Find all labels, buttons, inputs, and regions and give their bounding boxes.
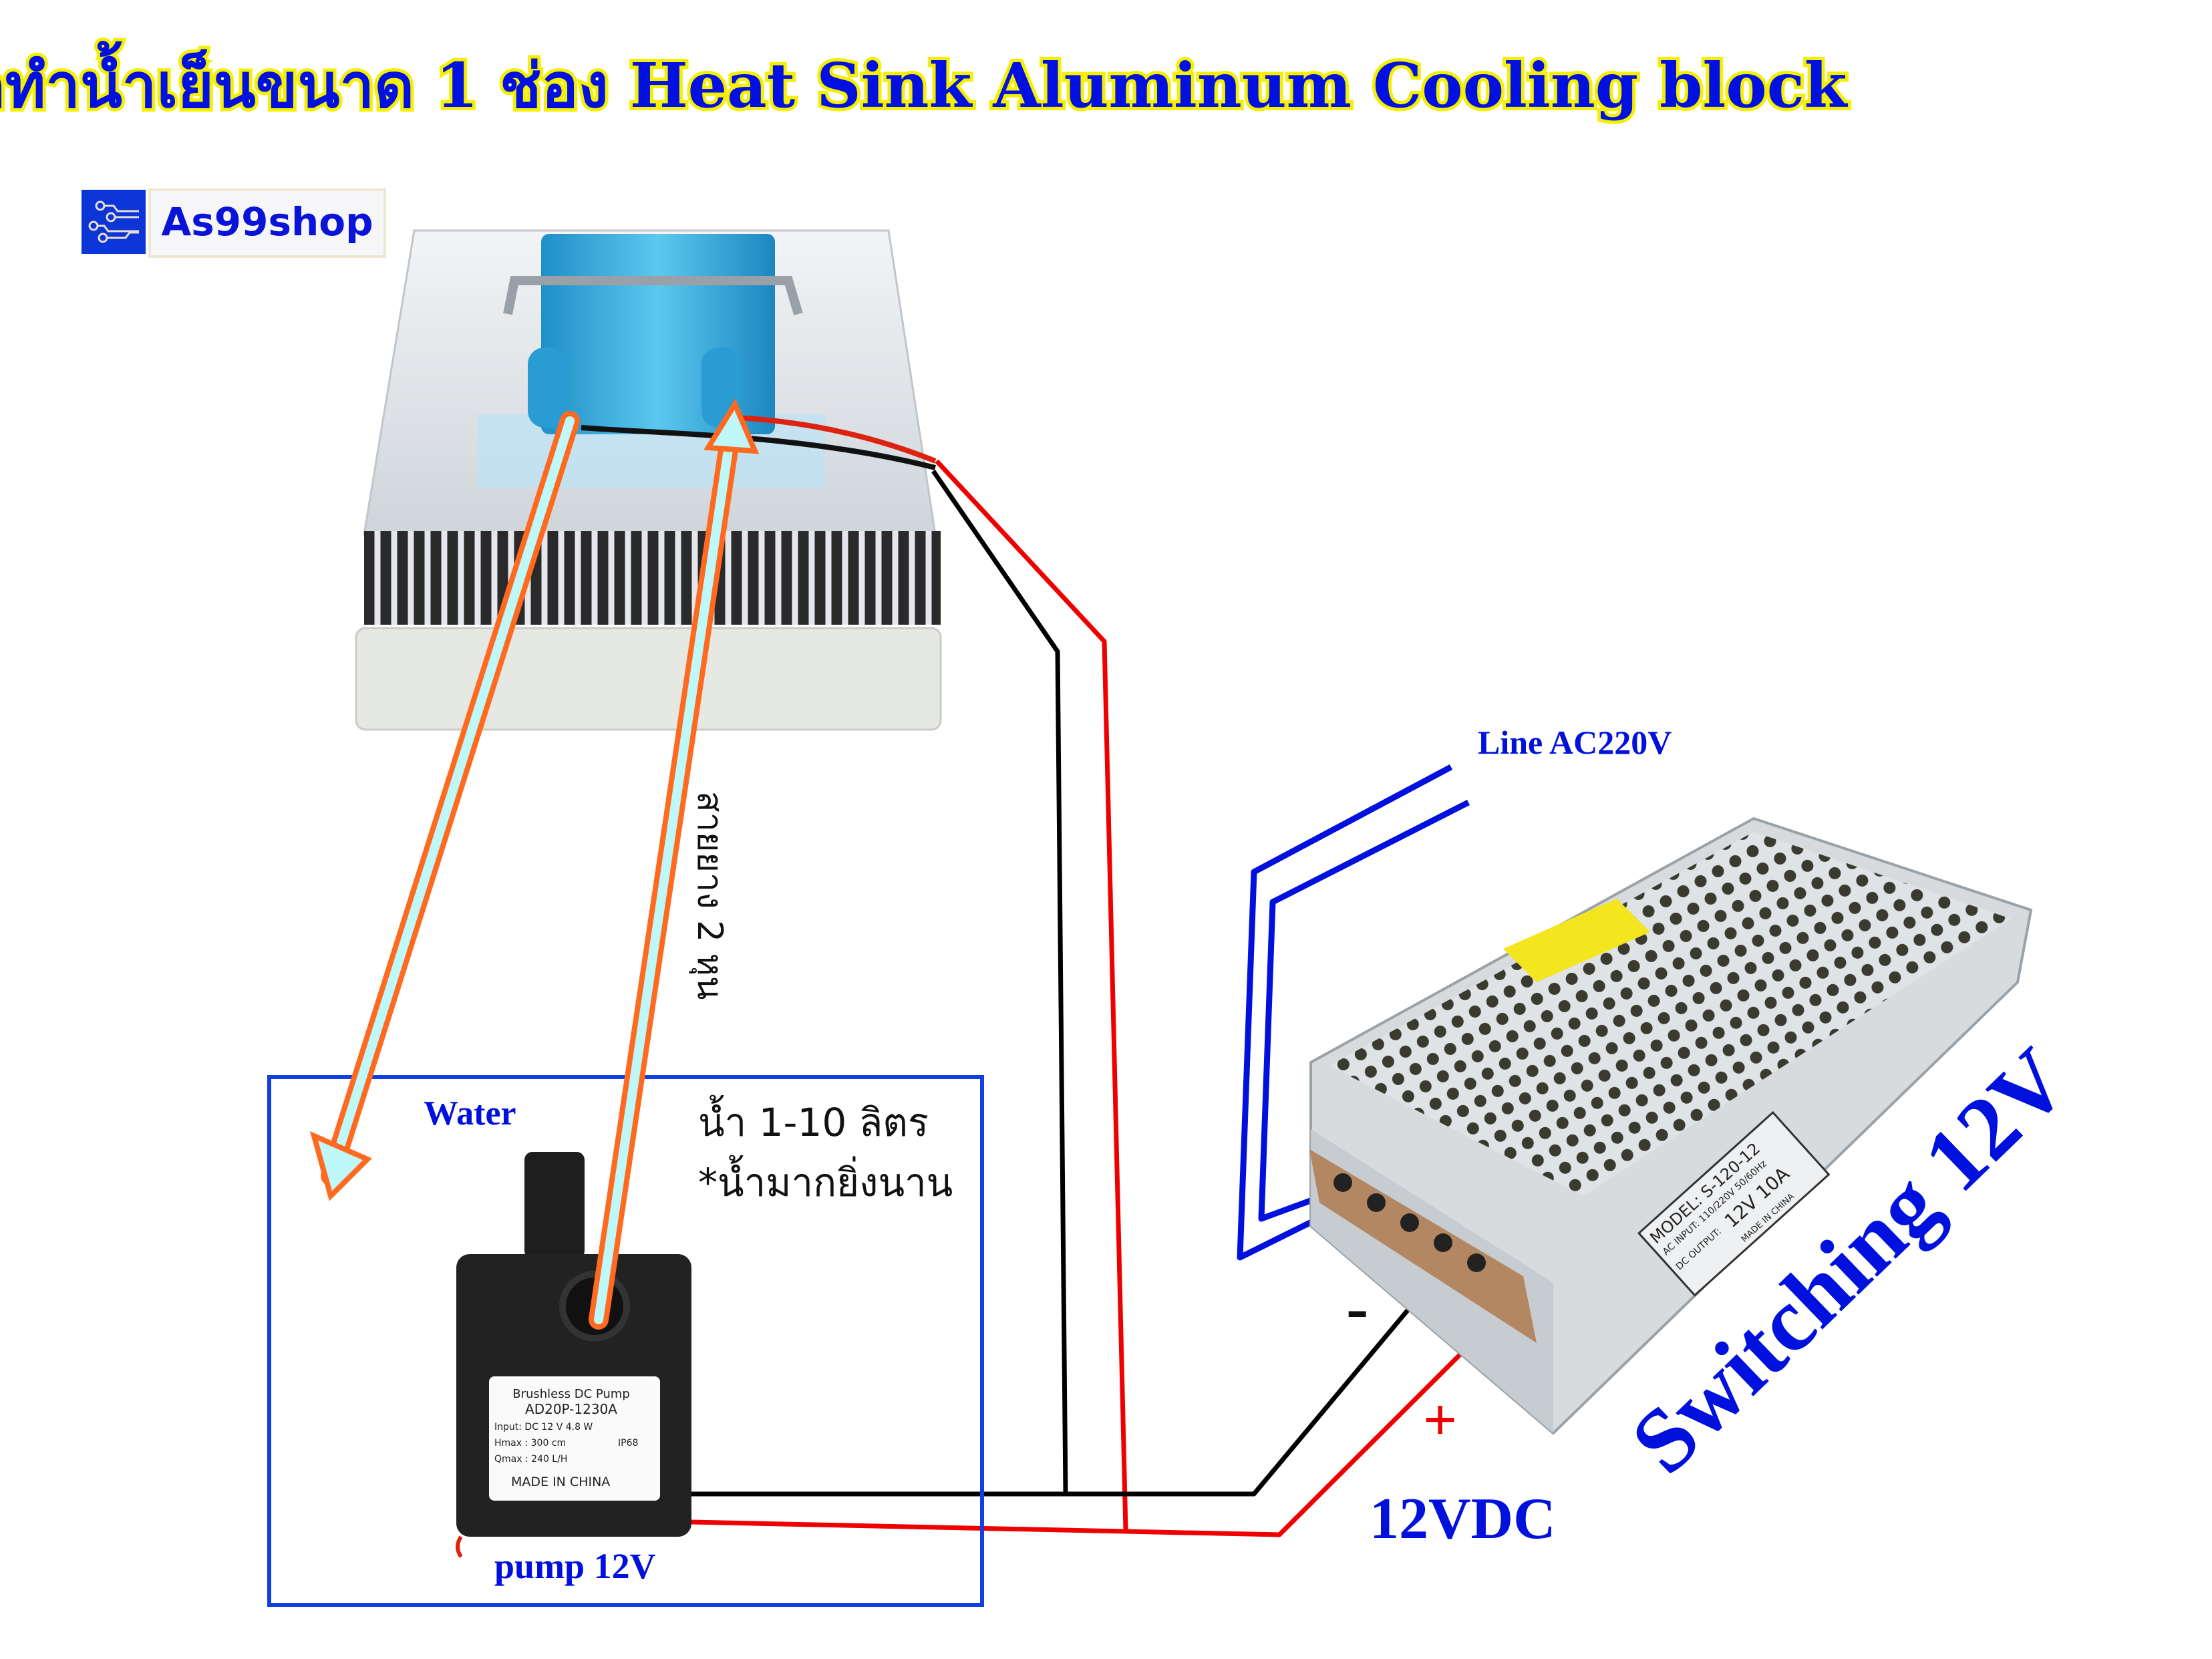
switching-power-supply: MODEL: S-120-12 AC INPUT: 110/220V 50/60… bbox=[1309, 816, 2033, 1435]
pump-ip-rating: IP68 bbox=[618, 1438, 638, 1449]
pump-nameplate-title: Brushless DC Pump bbox=[512, 1387, 630, 1401]
hose-return-arrow bbox=[589, 398, 760, 1330]
hose-size-label: สายยาง 2 หุน bbox=[689, 791, 730, 1000]
negative-terminal-label: - bbox=[1346, 1270, 1368, 1344]
logo-text: As99shop bbox=[161, 199, 373, 245]
dc-pump: Brushless DC Pump AD20P-1230A Input: DC … bbox=[456, 1152, 691, 1558]
pump-model: AD20P-1230A bbox=[525, 1401, 617, 1417]
hose-out-arrow bbox=[309, 411, 580, 1201]
wire-positive-pump bbox=[691, 1316, 1498, 1537]
pump-qmax: Qmax : 240 L/H bbox=[494, 1454, 567, 1465]
water-volume-note: *น้ำมากยิ่งนาน bbox=[698, 1155, 953, 1205]
pump-origin: MADE IN CHINA bbox=[511, 1475, 610, 1489]
water-volume-label: น้ำ 1-10 ลิตร bbox=[698, 1095, 929, 1145]
wire-negative-pump bbox=[691, 1288, 1427, 1497]
positive-terminal-label: + bbox=[1423, 1387, 1457, 1453]
pump-label: pump 12V bbox=[494, 1546, 656, 1586]
ac-line-label: Line AC220V bbox=[1478, 724, 1672, 761]
pump-input: Input: DC 12 V 4.8 W bbox=[494, 1422, 593, 1432]
pump-hmax: Hmax : 300 cm bbox=[494, 1438, 566, 1449]
wire-negative-peltier bbox=[931, 470, 1068, 1495]
ac-line-wire-1 bbox=[1237, 764, 1453, 1261]
page-title: ชุดทำน้ำเย็นขนาด 1 ช่อง Heat Sink Alumin… bbox=[0, 41, 1849, 124]
output-voltage-label: 12VDC bbox=[1370, 1487, 1556, 1551]
wire-positive-peltier bbox=[935, 459, 1128, 1531]
ac-line-wire-2 bbox=[1258, 799, 1470, 1222]
wires bbox=[691, 459, 1498, 1537]
water-label: Water bbox=[424, 1094, 516, 1133]
shop-logo: As99shop bbox=[82, 188, 386, 258]
heatsink-cooling-block bbox=[355, 229, 942, 731]
